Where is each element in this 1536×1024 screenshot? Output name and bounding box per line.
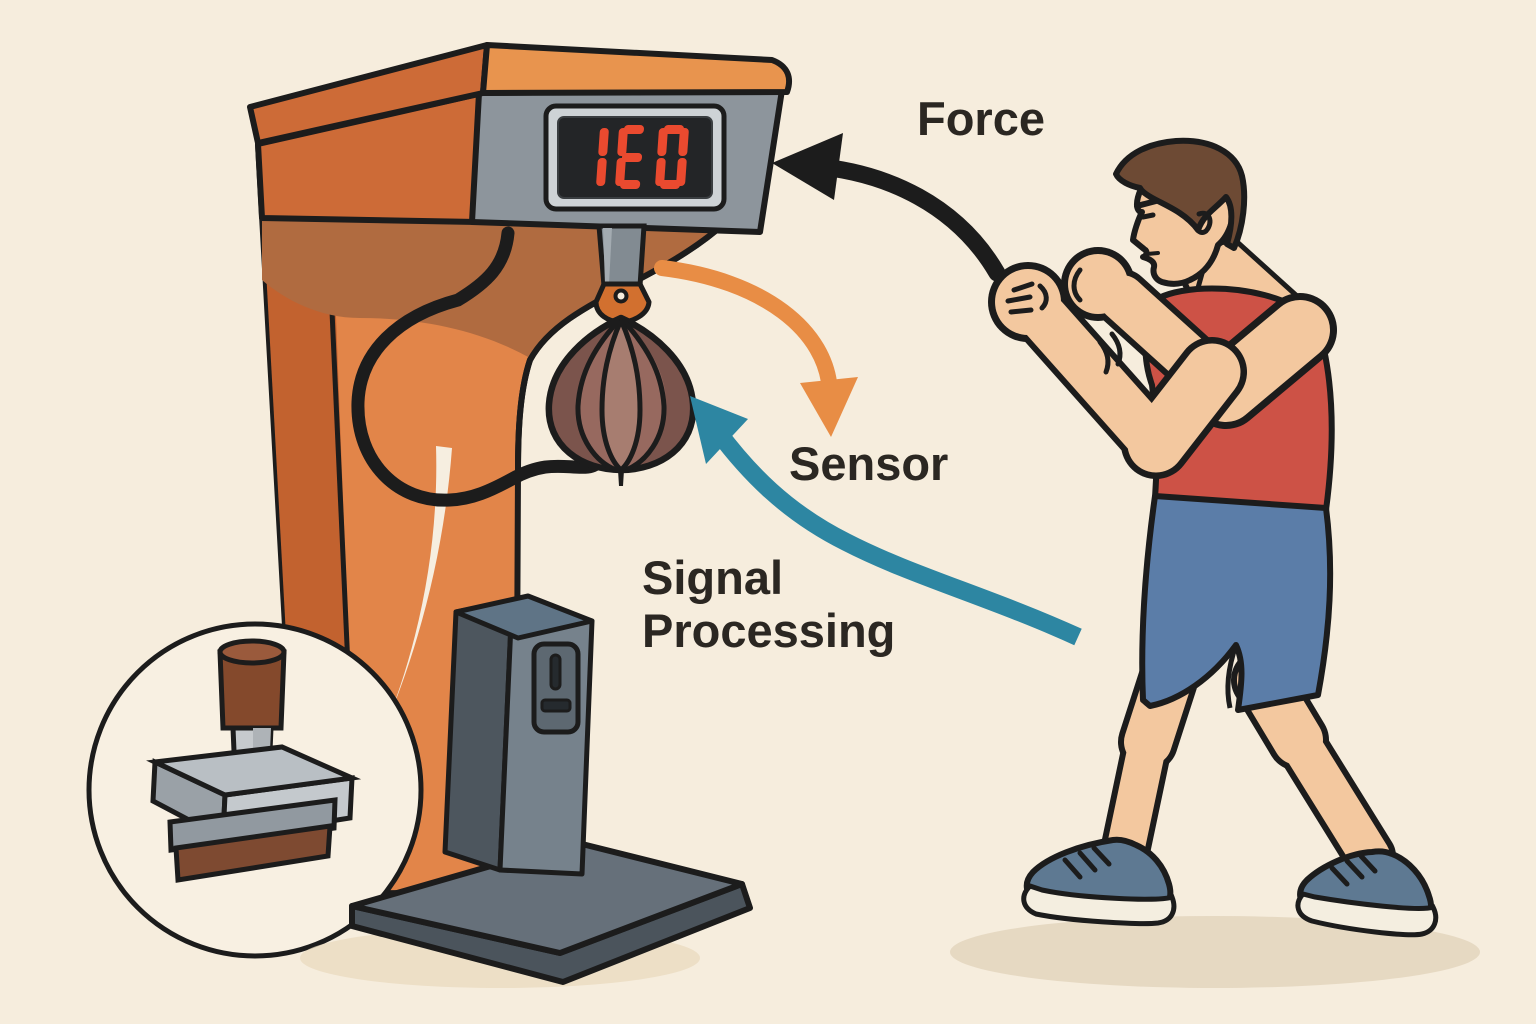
boxer-lead-fist [995,269,1061,335]
boxer-lead-arm [988,262,1247,479]
force-label: Force [917,92,1045,145]
boxer-ear [1194,210,1213,235]
boxer-rear-shoe [1295,848,1439,938]
sensor-arrowhead-icon [800,377,858,437]
pedestal-top-face [453,593,595,641]
boxer-head [1113,137,1248,287]
swivel-rivet [613,288,629,304]
load-cell-tier [167,797,338,853]
sensor-inset-circle [86,621,424,959]
boxer-eyebrow [1134,198,1159,209]
speed-bag [545,223,697,486]
led-display [575,125,691,189]
coin-pedestal [442,593,595,877]
boxer-rear-fist [1068,254,1128,314]
boxer-mouth [1145,251,1160,256]
signal-processing-label: Signal Processing [642,551,895,657]
signal-arrowhead-icon [690,396,748,464]
load-cell-illustration [146,638,362,883]
machine-lid-top [480,42,793,96]
wrist-lines [1097,331,1123,375]
boxer-hair [1113,137,1248,251]
sensor-label: Sensor [789,437,949,490]
coin-return-slot [540,698,572,713]
boxer-shadow [950,916,1480,988]
coin-slot-vertical [549,653,562,691]
fist-knuckle-lines [1005,281,1049,315]
bag-bottom-hook [618,470,624,486]
machine-base [300,839,753,988]
force-arrow [772,133,1006,282]
signal-label-line1: Signal [642,551,784,604]
boxer-lead-shoe [1021,836,1177,927]
boxer [950,137,1480,988]
boxer-eye [1140,212,1156,220]
signal-processing-arrow [690,396,1082,646]
load-cell-block-top [146,744,362,798]
force-arrowhead-icon [772,133,843,200]
load-cell-base [173,823,333,883]
sensor-cable [351,226,606,507]
signal-label-line2: Processing [642,604,896,657]
boxer-rear-leg [1231,649,1396,882]
column-highlight-swoosh [322,446,452,852]
sensor-arrow [654,260,858,437]
bag-seams [575,316,667,473]
